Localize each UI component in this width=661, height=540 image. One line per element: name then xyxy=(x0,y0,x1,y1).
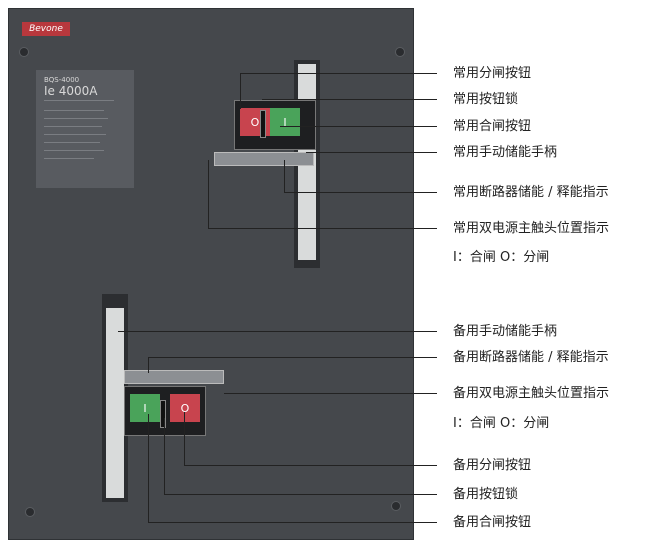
leader-line xyxy=(148,522,437,523)
label-main-manual-handle: 常用手动储能手柄 xyxy=(453,145,558,160)
leader-line xyxy=(240,73,241,109)
backup-indicator-strip xyxy=(124,370,224,384)
backup-open-button[interactable]: O xyxy=(170,394,200,422)
backup-button-lock[interactable] xyxy=(160,400,166,428)
screw-icon xyxy=(20,48,28,56)
leader-line xyxy=(184,412,185,465)
label-backup-open-button: 备用分闸按钮 xyxy=(453,458,532,473)
leader-line xyxy=(164,494,437,495)
leader-line xyxy=(118,331,437,332)
label-main-legend: I：合闸 O：分闸 xyxy=(453,250,550,265)
screw-icon xyxy=(396,48,404,56)
nameplate-divider xyxy=(44,110,104,111)
backup-manual-handle[interactable] xyxy=(106,308,124,498)
label-backup-legend: I：合闸 O：分闸 xyxy=(453,416,550,431)
nameplate-divider xyxy=(44,150,104,151)
leader-line xyxy=(148,357,149,373)
screw-icon xyxy=(26,508,34,516)
backup-close-button[interactable]: I xyxy=(130,394,160,422)
leader-line xyxy=(240,73,437,74)
nameplate-divider xyxy=(44,118,108,119)
leader-line xyxy=(208,160,209,228)
label-backup-contact-indicator: 备用双电源主触头位置指示 xyxy=(453,386,610,401)
label-main-close-button: 常用合闸按钮 xyxy=(453,119,532,134)
switch-cabinet: Bevone BQS-4000 Ie 4000A O I I O xyxy=(8,8,414,540)
label-main-contact-indicator: 常用双电源主触头位置指示 xyxy=(453,221,610,236)
leader-line xyxy=(224,393,437,394)
label-backup-manual-handle: 备用手动储能手柄 xyxy=(453,324,558,339)
brand-logo: Bevone xyxy=(22,22,70,36)
label-main-breaker-indicator: 常用断路器储能 / 释能指示 xyxy=(453,185,609,200)
leader-line xyxy=(164,418,165,494)
nameplate-model: BQS-4000 xyxy=(44,76,80,84)
label-main-open-button: 常用分闸按钮 xyxy=(453,66,532,81)
label-main-button-lock: 常用按钮锁 xyxy=(453,92,519,107)
nameplate-rating: Ie 4000A xyxy=(44,84,98,98)
leader-line xyxy=(284,160,285,192)
screw-icon xyxy=(392,502,400,510)
leader-line xyxy=(280,126,437,127)
nameplate-divider xyxy=(44,134,106,135)
label-backup-button-lock: 备用按钮锁 xyxy=(453,487,519,502)
main-close-button[interactable]: I xyxy=(270,108,300,136)
nameplate-divider xyxy=(44,158,94,159)
leader-line xyxy=(306,152,437,153)
main-indicator-strip xyxy=(214,152,314,166)
nameplate: BQS-4000 Ie 4000A xyxy=(36,70,134,188)
leader-line xyxy=(148,414,149,522)
leader-line xyxy=(284,192,437,193)
nameplate-divider xyxy=(44,142,100,143)
label-backup-breaker-indicator: 备用断路器储能 / 释能指示 xyxy=(453,350,609,365)
leader-line xyxy=(148,357,437,358)
nameplate-divider xyxy=(44,100,114,101)
leader-line xyxy=(184,465,437,466)
leader-line xyxy=(262,99,437,100)
main-button-lock[interactable] xyxy=(260,110,266,138)
leader-line xyxy=(208,228,437,229)
label-backup-close-button: 备用合闸按钮 xyxy=(453,515,532,530)
nameplate-divider xyxy=(44,126,102,127)
